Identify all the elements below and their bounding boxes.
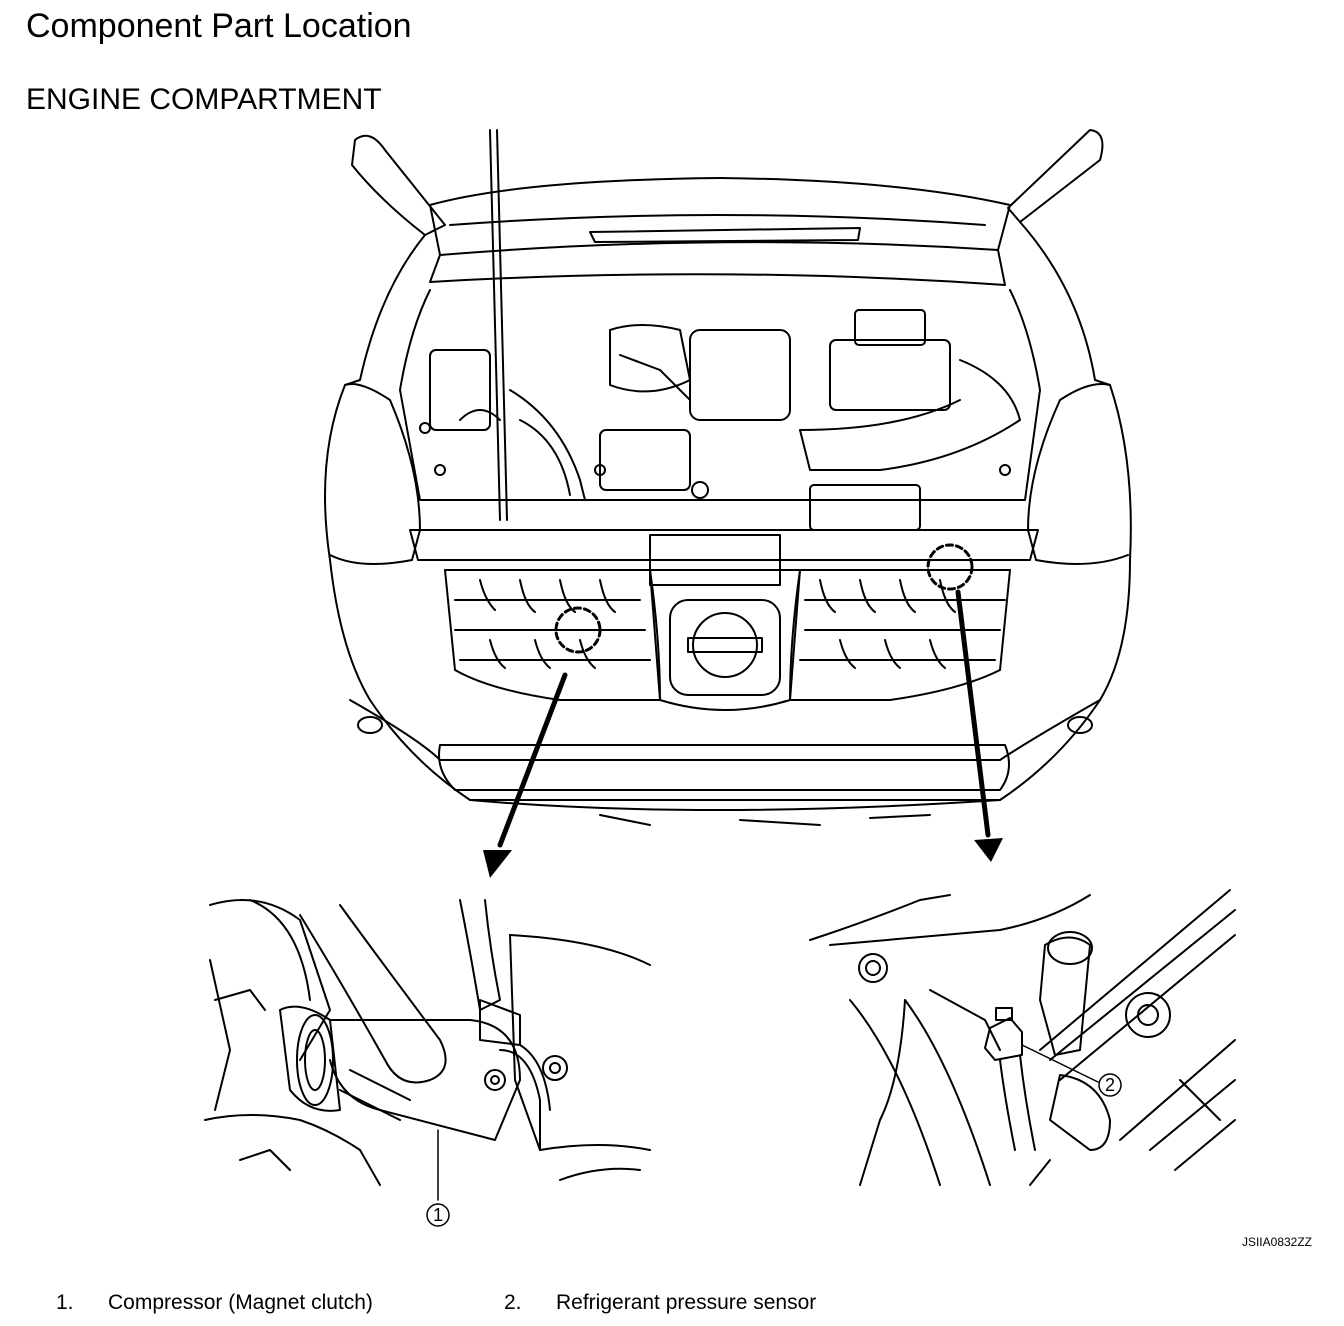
callout-2-leader — [1021, 1044, 1099, 1083]
legend: 1. Compressor (Magnet clutch) 2. Refrigera… — [0, 1288, 1344, 1322]
emblem — [692, 612, 758, 678]
compressor-detail-view: 1 — [204, 899, 651, 1227]
compressor-location-marker — [554, 606, 602, 654]
front-bumper — [349, 699, 1101, 761]
right-headlight — [1027, 383, 1129, 565]
right-mirror — [1007, 129, 1104, 223]
legend-item-2-label: Refrigerant pressure sensor — [556, 1291, 817, 1314]
pointer-arrows — [483, 589, 1003, 878]
sensor-detail-view: 2 — [809, 889, 1236, 1186]
section-title: ENGINE COMPARTMENT — [26, 83, 382, 116]
callout-2-number: 2 — [1105, 1075, 1115, 1095]
grille-center-surround — [649, 569, 801, 711]
hood-stay-rod — [489, 129, 501, 521]
front-grille — [444, 569, 661, 701]
arrow-to-compressor-detail — [497, 672, 568, 848]
page-title: Component Part Location — [26, 7, 412, 45]
legend-item-2-number: 2. — [504, 1291, 522, 1314]
left-mirror — [351, 134, 446, 236]
callout-1-circle — [426, 1203, 450, 1227]
compressor-body — [329, 1019, 521, 1141]
pressure-sensor — [984, 1017, 1023, 1061]
sensor-location-marker — [926, 543, 974, 591]
callout-1-number: 1 — [433, 1205, 443, 1225]
body-outline — [324, 221, 1132, 801]
legend-item-1-number: 1. — [56, 1291, 74, 1314]
arrow-to-sensor-detail — [955, 589, 991, 838]
legend-item-1-label: Compressor (Magnet clutch) — [108, 1291, 373, 1314]
radiator-core-support — [409, 529, 1039, 561]
legend-item-1: 1. Compressor (Magnet clutch) — [56, 1288, 373, 1318]
legend-item-2: 2. Refrigerant pressure sensor — [504, 1288, 816, 1318]
vehicle-front-view — [324, 129, 1132, 826]
hood-panel — [429, 177, 1011, 256]
figure-id: JSIIA0832ZZ — [1241, 1235, 1312, 1249]
left-headlight — [329, 383, 421, 565]
callout-2-circle — [1098, 1073, 1122, 1097]
